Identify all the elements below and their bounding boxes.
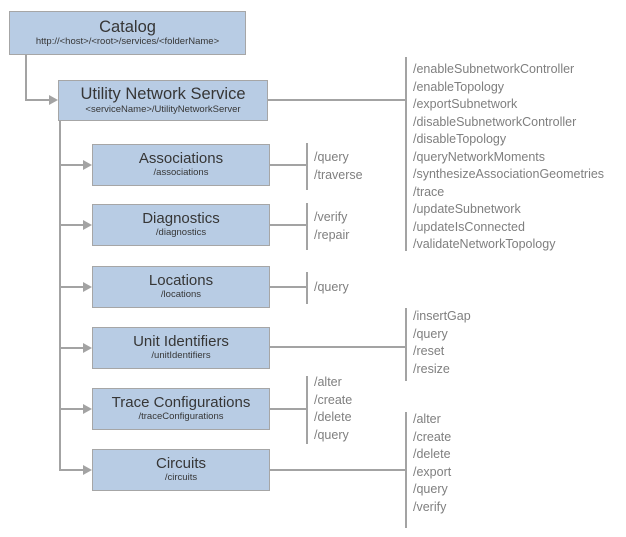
operation-label: /reset [413,344,445,358]
trace-configurations-subtitle: /traceConfigurations [138,411,224,423]
connector-locations-ops [270,286,306,288]
catalog-title: Catalog [99,17,156,36]
connector-service-trunk [59,121,61,470]
operation-label: /alter [314,375,342,389]
operation-label: /delete [413,447,451,461]
operation-label: /verify [314,210,348,224]
operation-label: /updateIsConnected [413,219,525,234]
operation-label: /export [413,464,452,479]
operation-label: /alter [413,412,441,426]
operation-label: /query [314,427,349,442]
operation-label: /disableTopology [413,132,507,146]
operation-label: /delete [314,410,352,424]
connector-branch-diagnostics [59,224,83,226]
bracket-associations-ops [306,143,308,190]
associations-operations-list: /query /traverse [314,149,363,184]
operation-label: /updateSubnetwork [413,202,521,216]
bracket-service-ops [405,57,407,251]
connector-branch-unit-identifiers [59,347,83,349]
connector-branch-associations [59,164,83,166]
operation-label: /synthesizeAssociationGeometries [413,167,605,181]
locations-subtitle: /locations [160,289,202,301]
locations-operations-list: /query [314,279,349,297]
associations-subtitle: /associations [153,167,209,179]
connector-diagnostics-ops [270,224,306,226]
connector-branch-circuits [59,469,83,471]
operation-label: /repair [314,227,350,242]
unit-identifiers-subtitle: /unitIdentifiers [151,350,211,362]
diagnostics-operations-list: /verify /repair [314,209,349,244]
connector-circuits-ops [270,469,405,471]
connector-catalog-to-service [25,99,49,101]
connector-unit-identifiers-ops [270,346,405,348]
service-subtitle: <serviceName>/UtilityNetworkServer [85,103,241,115]
trace-configurations-title: Trace Configurations [111,393,251,411]
operation-label: /validateNetworkTopology [413,237,556,251]
utility-network-service-node: Utility Network Service <serviceName>/Ut… [58,80,268,121]
bracket-trace-configurations-ops [306,376,308,444]
locations-node: Locations /locations [92,266,270,308]
connector-branch-trace-configurations [59,408,83,410]
diagnostics-subtitle: /diagnostics [155,227,207,239]
operation-label: /create [314,392,353,407]
connector-service-ops [268,99,405,101]
circuits-subtitle: /circuits [164,472,198,484]
connector-associations-ops [270,164,306,166]
bracket-unit-identifiers-ops [405,308,407,381]
service-title: Utility Network Service [80,85,246,104]
arrowhead-associations [83,160,92,170]
diagnostics-node: Diagnostics /diagnostics [92,204,270,246]
connector-trace-configurations-ops [270,408,306,410]
locations-title: Locations [148,271,214,289]
operation-label: /insertGap [413,309,471,323]
operation-label: /enableSubnetworkController [413,62,575,76]
unit-identifiers-operations-list: /insertGap /query /reset /resize [413,308,471,378]
trace-configurations-operations-list: /alter /create /delete /query [314,374,352,444]
bracket-circuits-ops [405,412,407,528]
associations-title: Associations [138,149,224,167]
operation-label: /query [314,280,349,294]
operation-label: /resize [413,361,450,376]
diagnostics-title: Diagnostics [142,209,220,227]
operation-label: /queryNetworkMoments [413,149,545,164]
operation-label: /trace [413,184,445,199]
connector-branch-locations [59,286,83,288]
bracket-diagnostics-ops [306,203,308,250]
operation-label: /disableSubnetworkController [413,114,577,129]
arrowhead-diagnostics [83,220,92,230]
unit-identifiers-title: Unit Identifiers [133,332,229,350]
operation-label: /query [314,150,349,164]
operation-label: /verify [413,499,447,514]
catalog-subtitle: http://<host>/<root>/services/<folderNam… [35,36,220,48]
circuits-title: Circuits [155,454,206,472]
circuits-operations-list: /alter /create /delete /export /query /v… [413,411,451,516]
associations-node: Associations /associations [92,144,270,186]
operation-label: /create [413,429,452,444]
arrowhead-trace-configurations [83,404,92,414]
arrowhead-unit-identifiers [83,343,92,353]
operation-label: /query [413,326,448,341]
arrowhead-locations [83,282,92,292]
operation-label: /query [413,482,448,496]
operation-label: /exportSubnetwork [413,97,518,111]
arrowhead-service [49,95,58,105]
connector-catalog-down [25,55,27,100]
unit-identifiers-node: Unit Identifiers /unitIdentifiers [92,327,270,369]
arrowhead-circuits [83,465,92,475]
catalog-node: Catalog http://<host>/<root>/services/<f… [9,11,246,55]
bracket-locations-ops [306,272,308,304]
circuits-node: Circuits /circuits [92,449,270,491]
operation-label: /traverse [314,167,363,182]
operation-label: /enableTopology [413,79,505,94]
service-operations-list: /enableSubnetworkController /enableTopol… [413,61,604,254]
trace-configurations-node: Trace Configurations /traceConfiguration… [92,388,270,430]
